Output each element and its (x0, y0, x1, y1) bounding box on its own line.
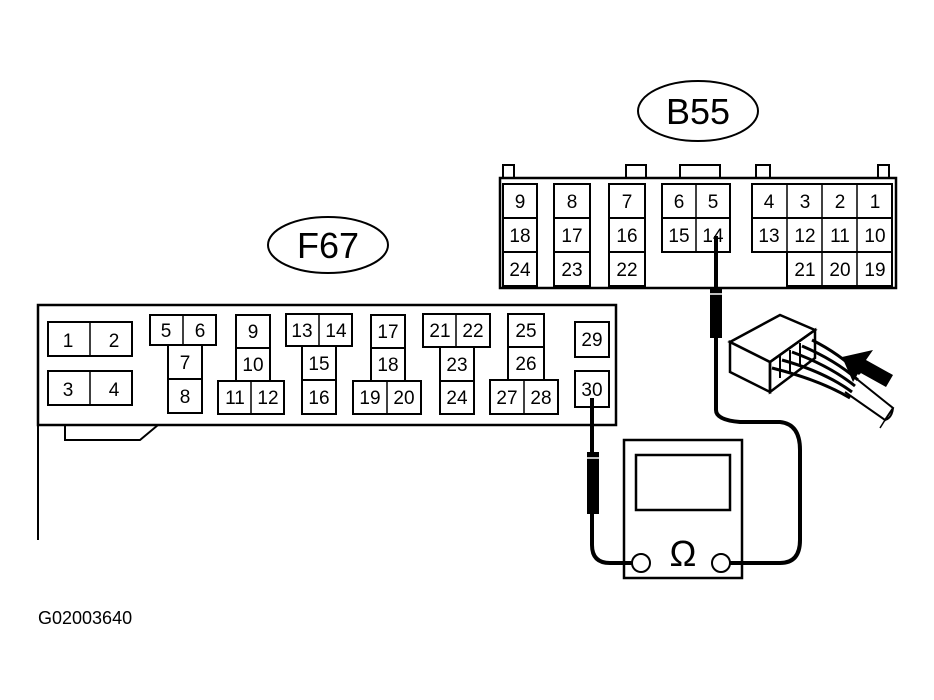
b55-pin-7: 7 (622, 192, 633, 213)
f67-pin-8: 8 (180, 387, 191, 408)
arrow-icon (842, 350, 893, 387)
probe-body-f67 (587, 452, 599, 514)
f67-pin-16: 16 (308, 388, 329, 409)
b55-pin-22: 22 (616, 260, 637, 281)
f67-pin-11: 11 (225, 388, 245, 409)
f67-pin-23: 23 (446, 355, 467, 376)
f67-pin-22: 22 (462, 321, 483, 342)
f67-pin-26: 26 (515, 354, 536, 375)
f67-pin-7: 7 (180, 353, 191, 374)
f67-pin-9: 9 (248, 322, 259, 343)
f67-pin-3: 3 (63, 380, 74, 401)
b55-pin-14: 14 (702, 226, 724, 247)
f67-pin-25: 25 (515, 321, 536, 342)
f67-pin-30: 30 (581, 380, 602, 401)
b55-pin-8: 8 (567, 192, 578, 213)
probe-body-b55 (710, 288, 722, 338)
f67-pin-13: 13 (291, 321, 312, 342)
b55-pin-21: 21 (794, 260, 815, 281)
b55-label-ellipse (637, 80, 759, 142)
ohm-symbol-icon: Ω (670, 533, 697, 574)
b55-pin-3: 3 (800, 192, 811, 213)
b55-pin-15: 15 (668, 226, 689, 247)
connector-f67 (36, 303, 618, 540)
b55-pin-16: 16 (616, 226, 637, 247)
b55-pin-5: 5 (708, 192, 719, 213)
f67-pin-4: 4 (109, 380, 120, 401)
b55-pin-9: 9 (515, 192, 526, 213)
harness-connector-icon (727, 313, 895, 429)
f67-pin-19: 19 (359, 388, 380, 409)
b55-pin-13: 13 (758, 226, 779, 247)
f67-pin-6: 6 (195, 321, 206, 342)
b55-pin-10: 10 (864, 226, 885, 247)
b55-pin-18: 18 (509, 226, 530, 247)
b55-pin-6: 6 (674, 192, 685, 213)
f67-pin-28: 28 (530, 388, 551, 409)
f67-pin-labels: 1 2 3 4 5 6 7 8 9 10 11 12 13 14 15 16 1… (63, 321, 603, 409)
f67-pin-12: 12 (257, 388, 278, 409)
f67-pin-2: 2 (109, 331, 120, 352)
b55-pin-2: 2 (835, 192, 846, 213)
f67-label: F67 (297, 225, 359, 266)
f67-pin-18: 18 (377, 355, 398, 376)
f67-pin-24: 24 (446, 388, 468, 409)
connector-b55 (498, 164, 898, 290)
f67-pin-15: 15 (308, 354, 329, 375)
f67-pin-5: 5 (161, 321, 172, 342)
figure-code: G02003640 (38, 608, 132, 628)
b55-pin-4: 4 (764, 192, 775, 213)
b55-pin-labels: 9 18 24 8 17 23 7 16 22 6 5 15 14 4 3 2 … (509, 192, 885, 281)
b55-pin-24: 24 (509, 260, 531, 281)
b55-pin-17: 17 (561, 226, 582, 247)
f67-pin-17: 17 (377, 322, 398, 343)
f67-pin-21: 21 (429, 321, 450, 342)
f67-pin-1: 1 (63, 331, 74, 352)
b55-pin-12: 12 (794, 226, 815, 247)
b55-pin-11: 11 (830, 226, 850, 247)
b55-pin-20: 20 (829, 260, 850, 281)
f67-pin-27: 27 (496, 388, 517, 409)
f67-pin-29: 29 (581, 330, 602, 351)
b55-pin-1: 1 (870, 192, 881, 213)
b55-pin-19: 19 (864, 260, 885, 281)
f67-pin-14: 14 (325, 321, 347, 342)
b55-label: B55 (666, 91, 730, 132)
f67-pin-10: 10 (242, 355, 263, 376)
ohmmeter (622, 438, 744, 580)
f67-label-ellipse (267, 216, 389, 274)
f67-pin-20: 20 (393, 388, 414, 409)
b55-pin-23: 23 (561, 260, 582, 281)
